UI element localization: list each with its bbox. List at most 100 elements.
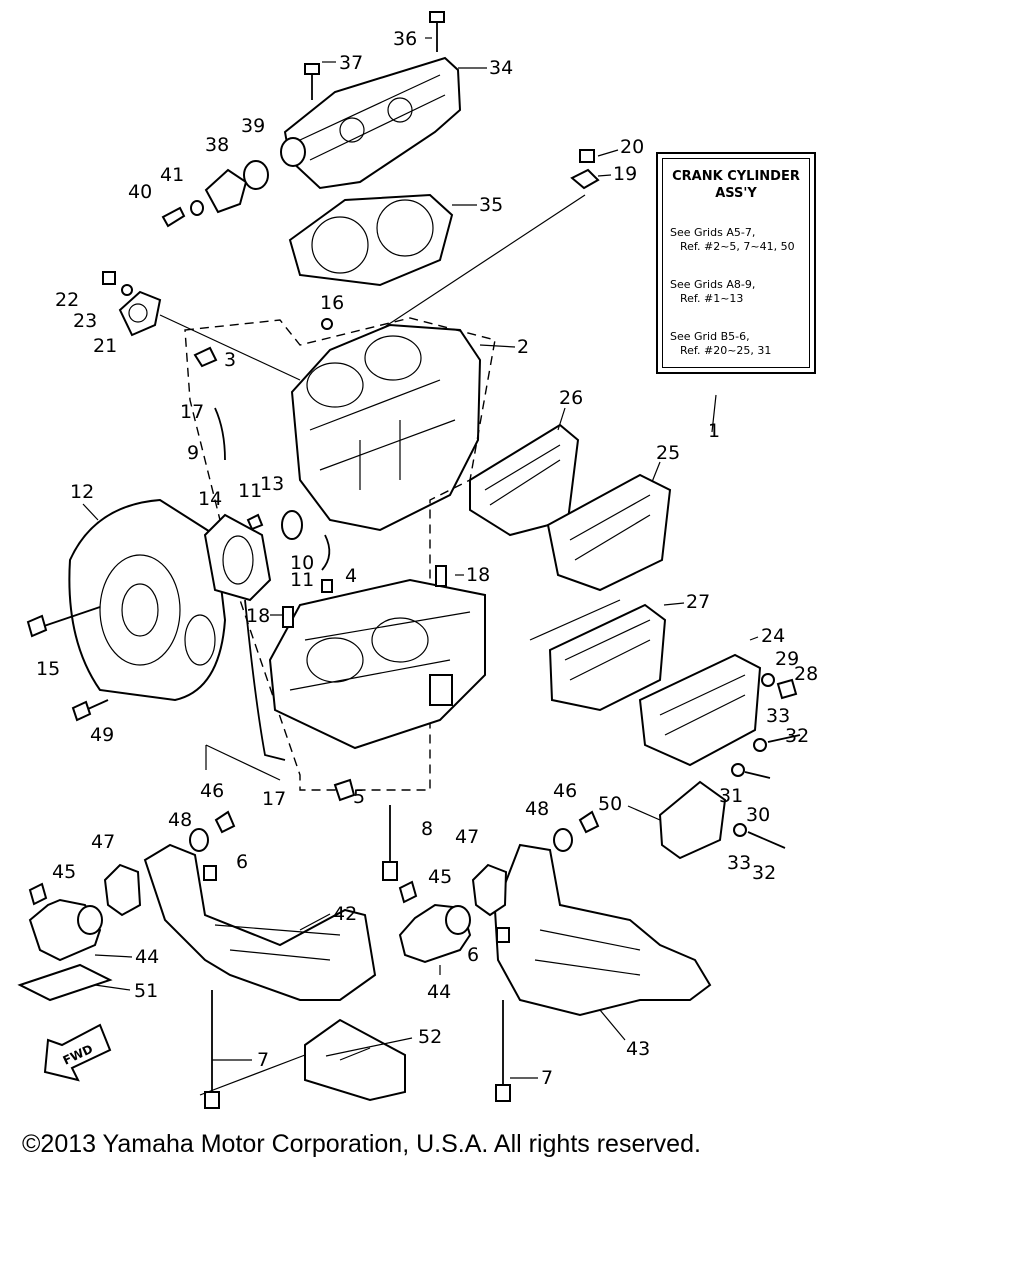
part-label-51: 51: [134, 980, 158, 1002]
reference-grid-b5-6: See Grid B5-6, Ref. #20~25, 31: [670, 330, 808, 358]
part-label-5: 5: [353, 786, 365, 808]
part-label-20: 20: [620, 136, 644, 158]
engine-mount-42: [143, 843, 377, 1001]
gasket-seal-14-13: [203, 510, 303, 602]
reference-line1: See Grids A8-9,: [670, 278, 756, 291]
part-label-36: 36: [393, 28, 417, 50]
bolt-bracket-19-20: [379, 149, 600, 331]
head-bolt-37: [304, 63, 320, 100]
part-label-18a: 18: [466, 564, 490, 586]
part-label-17b: 17: [262, 788, 286, 810]
part-label-17a: 17: [180, 401, 204, 423]
part-label-4: 4: [345, 565, 357, 587]
leader-1: [711, 394, 717, 433]
part-label-42: 42: [333, 903, 357, 925]
spacer-block-52: [304, 1018, 406, 1102]
part-label-48b: 48: [525, 798, 549, 820]
assembly-title: CRANK CYLINDER ASS'Y: [658, 168, 814, 202]
reference-line2: Ref. #1~13: [680, 292, 744, 305]
bracket-50: [658, 780, 727, 860]
part-label-50: 50: [598, 793, 622, 815]
part-label-35: 35: [479, 194, 503, 216]
part-label-22: 22: [55, 289, 79, 311]
bolts-15-49: [26, 606, 109, 722]
part-label-7b: 7: [541, 1067, 553, 1089]
part-label-28: 28: [794, 663, 818, 685]
part-label-39: 39: [241, 115, 265, 137]
part-label-11b: 11: [290, 569, 314, 591]
flywheel-housing-part: [68, 498, 227, 702]
leader-27: [529, 599, 621, 641]
reference-grid-a5-7: See Grids A5-7, Ref. #2~5, 7~41, 50: [670, 226, 808, 254]
part-label-44a: 44: [135, 946, 159, 968]
exhaust-cover-25: [546, 473, 672, 592]
copyright-notice: ©2013 Yamaha Motor Corporation, U.S.A. A…: [22, 1130, 701, 1158]
part-label-14: 14: [198, 488, 222, 510]
part-label-40: 40: [128, 181, 152, 203]
leader-lines: [82, 37, 759, 1096]
assembly-reference-box: CRANK CYLINDER ASS'Y See Grids A5-7, Ref…: [656, 152, 816, 374]
reference-line2: Ref. #20~25, 31: [680, 344, 772, 357]
part-label-32b: 32: [752, 862, 776, 884]
part-label-19: 19: [613, 163, 637, 185]
part-label-41: 41: [160, 164, 184, 186]
part-number-labels: 36 37 34 20 19 38 39 41 40 35 22 23 21 1…: [36, 28, 818, 1089]
part-label-47b: 47: [455, 826, 479, 848]
part-label-47a: 47: [91, 831, 115, 853]
part-label-37: 37: [339, 52, 363, 74]
part-label-49: 49: [90, 724, 114, 746]
plate-51: [17, 963, 113, 1002]
engine-mount-43: [493, 843, 712, 1017]
part-label-21: 21: [93, 335, 117, 357]
plate-24: [638, 653, 762, 767]
cylinder-block-part: [290, 323, 482, 532]
part-label-43: 43: [626, 1038, 650, 1060]
long-bolts-7: [204, 990, 511, 1109]
reference-grid-a8-9: See Grids A8-9, Ref. #1~13: [670, 278, 808, 306]
head-bolt-36: [429, 11, 445, 52]
part-label-46a: 46: [200, 780, 224, 802]
part-label-25: 25: [656, 442, 680, 464]
part-label-11a: 11: [238, 480, 262, 502]
part-label-45a: 45: [52, 861, 76, 883]
part-label-38: 38: [205, 134, 229, 156]
part-label-12: 12: [70, 481, 94, 503]
part-label-31: 31: [719, 785, 743, 807]
crank-cylinder-assy-boundary: [184, 317, 496, 791]
part-label-29: 29: [775, 648, 799, 670]
crankcase-part: [268, 578, 486, 750]
part-label-18b: 18: [246, 605, 270, 627]
exploded-parts-diagram: FWD 36 37 34 20 19 38 39 41 40 35 22 23 …: [17, 11, 818, 1109]
reference-line2: Ref. #2~5, 7~41, 50: [680, 240, 795, 253]
bolts-washers-28-33: [731, 673, 801, 849]
part-label-33a: 33: [766, 705, 790, 727]
part-label-3: 3: [224, 349, 236, 371]
part-label-30: 30: [746, 804, 770, 826]
part-label-15: 15: [36, 658, 60, 680]
part-label-48a: 48: [168, 809, 192, 831]
part-label-24: 24: [761, 625, 785, 647]
part-label-1: 1: [708, 420, 720, 442]
cover-plate-21: [102, 271, 301, 381]
part-label-46b: 46: [553, 780, 577, 802]
plate-27: [548, 603, 667, 712]
part-label-45b: 45: [428, 866, 452, 888]
small-parts-45-46-48-6: [28, 810, 600, 943]
hoses-fittings: [193, 318, 333, 761]
head-gasket-part: [288, 193, 454, 287]
cylinder-head-part: [280, 56, 462, 190]
part-label-13: 13: [260, 473, 284, 495]
shim-47: [103, 863, 508, 917]
part-label-8: 8: [421, 818, 433, 840]
assembly-reference-inner-border: [662, 158, 810, 368]
part-label-10: 10: [290, 552, 314, 574]
part-label-27: 27: [686, 591, 710, 613]
reference-line1: See Grids A5-7,: [670, 226, 756, 239]
part-label-34: 34: [489, 57, 513, 79]
reference-line1: See Grid B5-6,: [670, 330, 750, 343]
assembly-title-line1: CRANK CYLINDER: [672, 169, 800, 184]
part-label-26: 26: [559, 387, 583, 409]
part-label-33b: 33: [727, 852, 751, 874]
fwd-arrow-icon: FWD: [43, 1023, 112, 1082]
dowels-bolts: [282, 565, 447, 881]
